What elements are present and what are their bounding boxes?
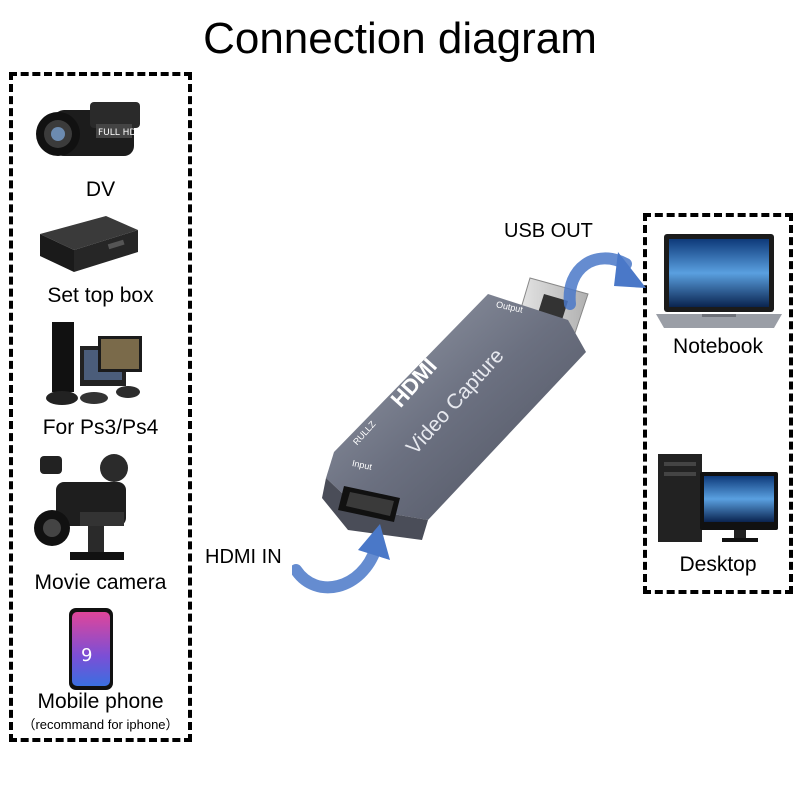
hdmi-in-arrow [292,524,390,594]
svg-text:FULL HD: FULL HD [98,128,136,138]
camcorder-icon: FULL HD [36,102,140,156]
usb-out-arrow [563,252,646,310]
source-note-mobile-phone: （recommand for iphone） [22,717,179,732]
source-label-game-console: For Ps3/Ps4 [42,416,159,439]
source-label-movie-camera: Movie camera [34,571,167,594]
usb-out-label: USB OUT [504,220,593,242]
mobile-phone-icon: 9 [69,608,113,690]
hdmi-in-label: HDMI IN [205,546,282,568]
source-label-dv: DV [85,178,116,201]
target-label-notebook: Notebook [673,335,763,358]
diagram-title: Connection diagram [203,14,597,63]
movie-camera-icon [34,454,128,560]
target-label-desktop: Desktop [679,553,757,576]
game-console-icon [46,322,142,405]
laptop-icon [656,234,782,328]
source-label-mobile-phone: Mobile phone [37,690,164,713]
set-top-box-icon [40,216,138,272]
source-label-set-top-box: Set top box [47,284,154,307]
target-devices-box [643,213,793,594]
svg-text:9: 9 [81,645,92,666]
source-devices-box [9,72,192,742]
desktop-computer-icon [658,454,778,542]
